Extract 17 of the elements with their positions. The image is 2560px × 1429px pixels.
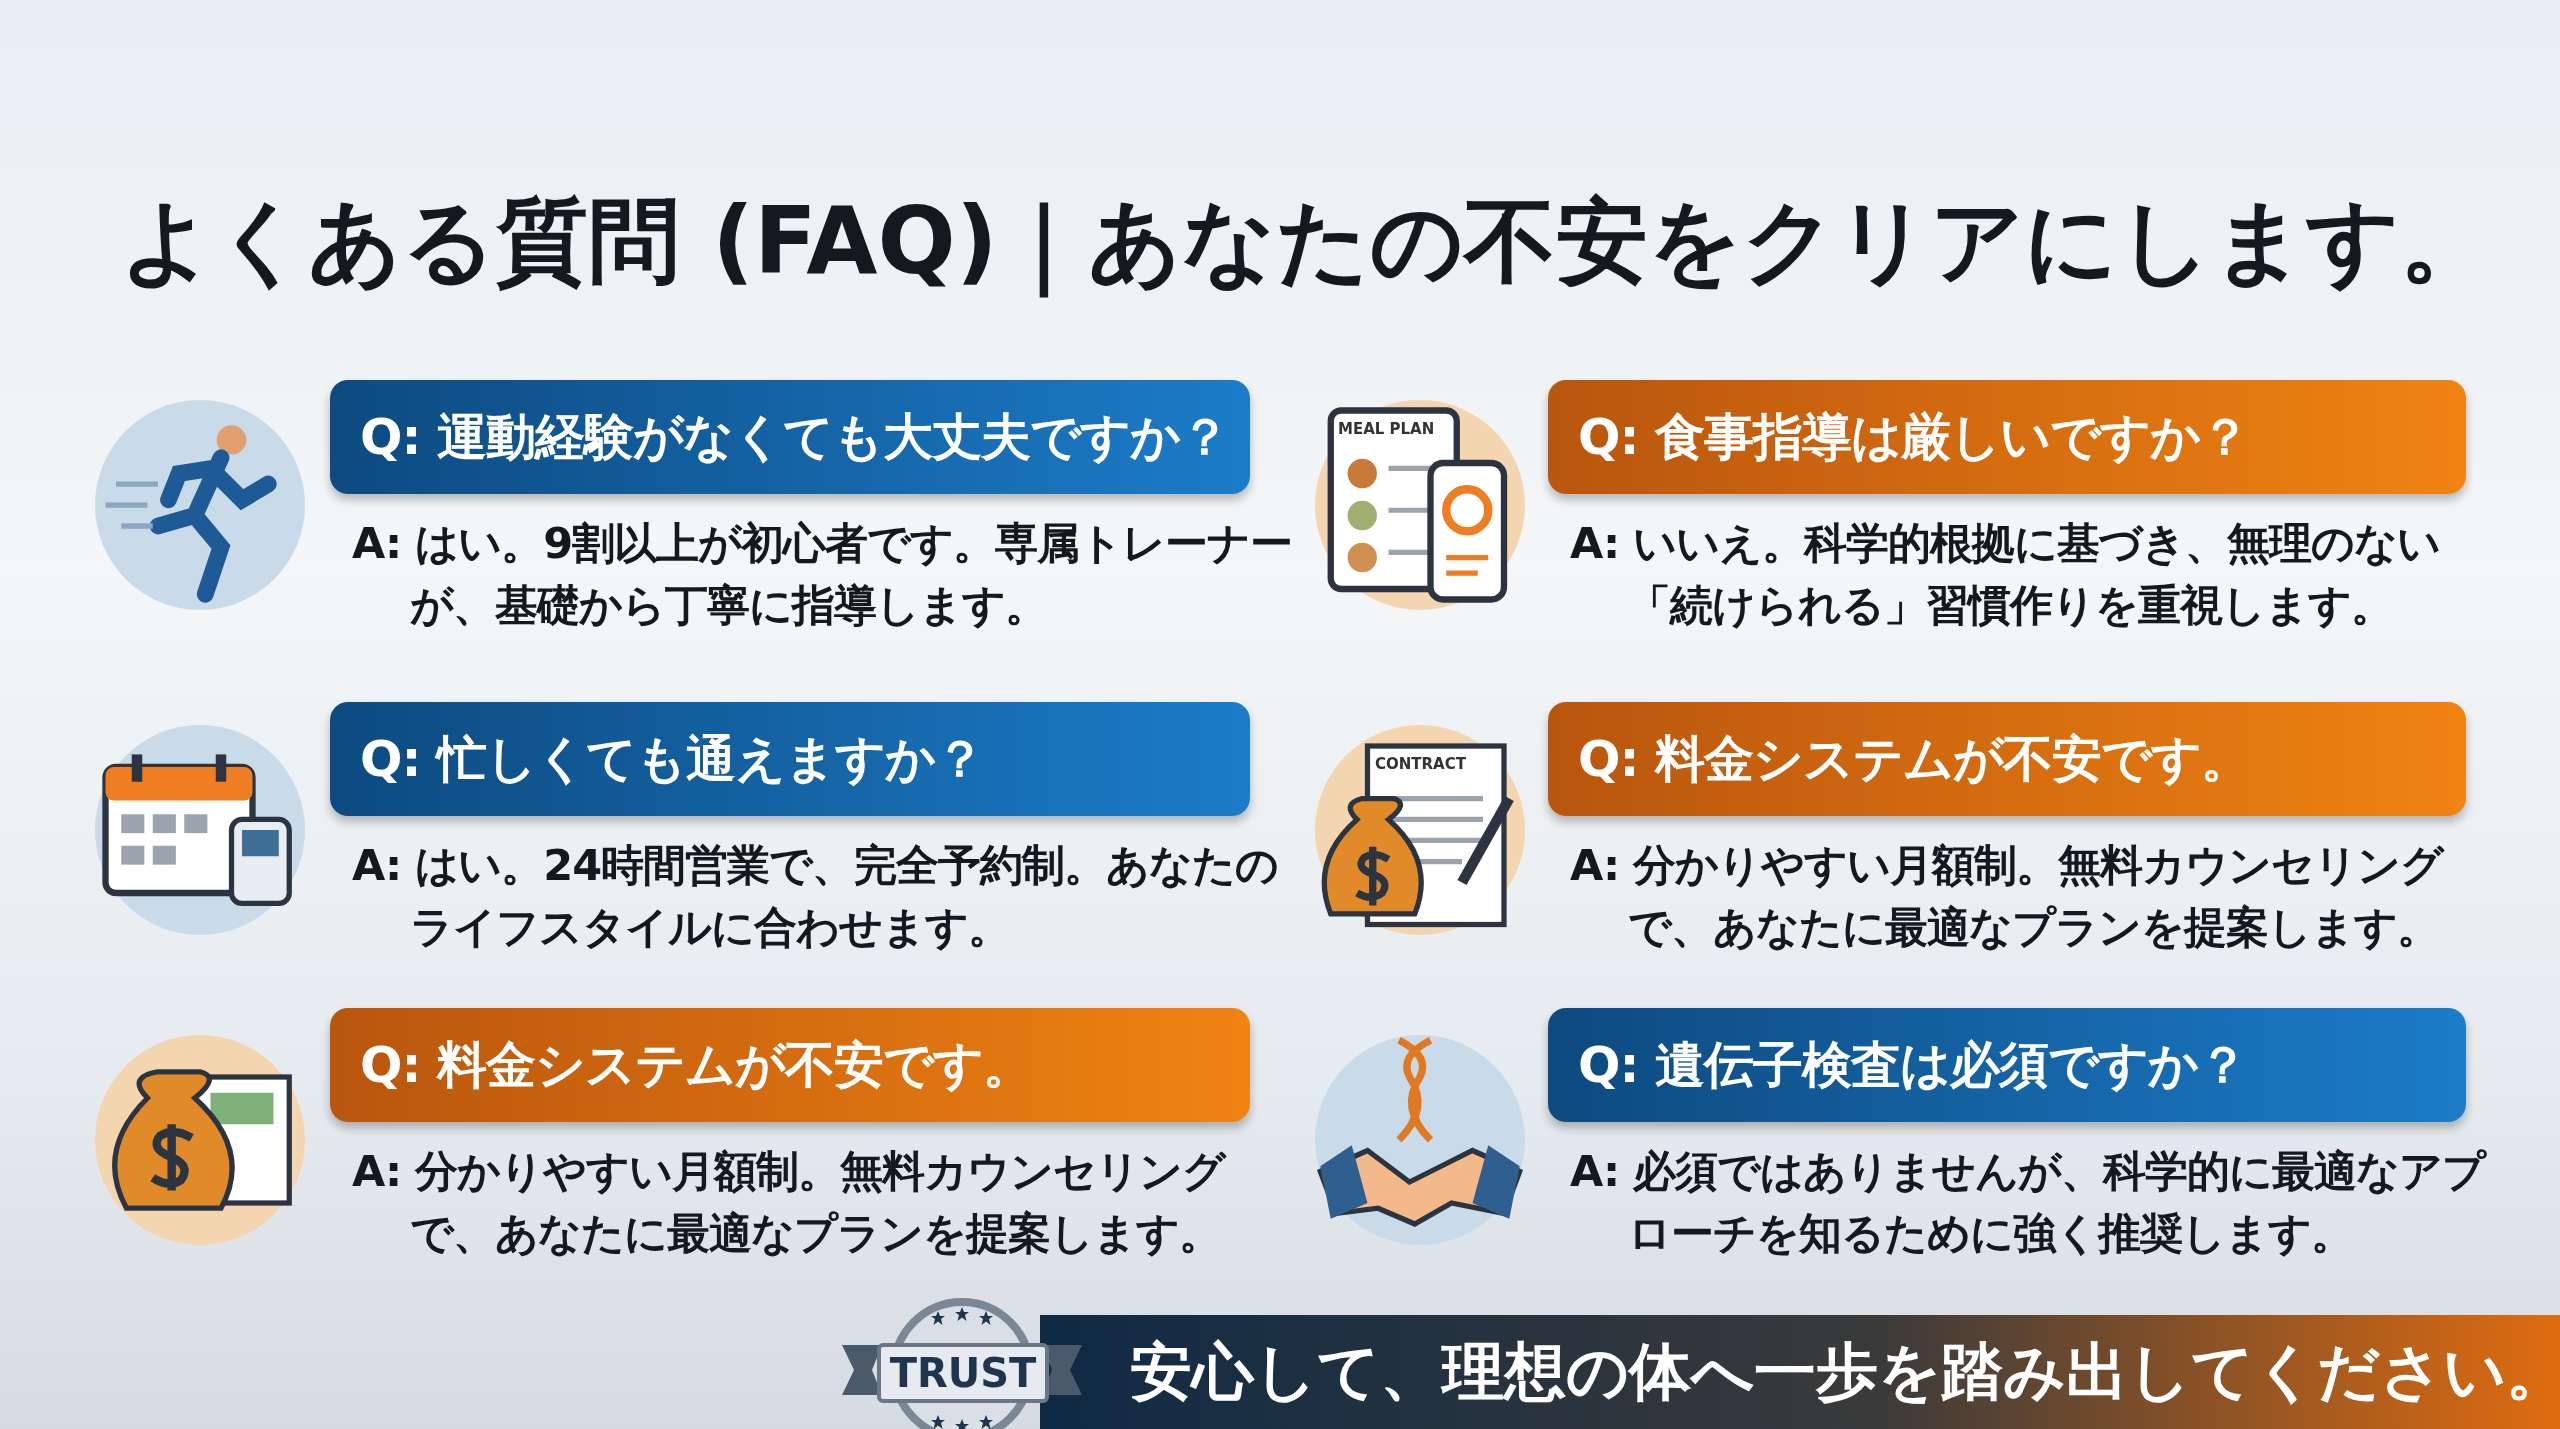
answer-text: A: はい。9割以上が初心者です。専属トレーナーが、基礎から丁寧に指導します。 xyxy=(352,517,1294,632)
question-banner: Q: 料金システムが不安です。 xyxy=(330,1008,1250,1122)
question-banner: Q: 料金システムが不安です。 xyxy=(1548,702,2466,816)
closing-banner: 安心して、理想の体へ一歩を踏み出してください。 xyxy=(1040,1315,2560,1429)
answer-text: A: 分かりやすい月額制。無料カウンセリングで、あなたに最適なプランを提案します。 xyxy=(1570,839,2446,954)
question-banner: Q: 食事指導は厳しいですか？ xyxy=(1548,380,2466,494)
badge-text: TRUST xyxy=(877,1343,1049,1403)
document-heading: CONTRACT xyxy=(1375,755,1466,773)
question-banner: Q: 忙しくても通えますか？ xyxy=(330,702,1250,816)
document-heading: MEAL PLAN xyxy=(1338,420,1435,438)
answer-text: A: 分かりやすい月額制。無料カウンセリングで、あなたに最適なプランを提案します。 xyxy=(352,1145,1228,1260)
answer-text: A: いいえ。科学的根拠に基づき、無理のない「続けられる」習慣作りを重視します。 xyxy=(1570,517,2442,632)
answer-text: A: 必須ではありませんが、科学的に最適なアプローチを知るために強く推奨します。 xyxy=(1570,1145,2488,1260)
page-title: よくある質問 (FAQ)｜あなたの不安をクリアにします。 xyxy=(120,180,2440,304)
question-banner: Q: 遺伝子検査は必須ですか？ xyxy=(1548,1008,2466,1122)
question-banner: Q: 運動経験がなくても大丈夫ですか？ xyxy=(330,380,1250,494)
answer-text: A: はい。24時間営業で、完全予約制。あなたのライフスタイルに合わせます。 xyxy=(352,839,1280,954)
